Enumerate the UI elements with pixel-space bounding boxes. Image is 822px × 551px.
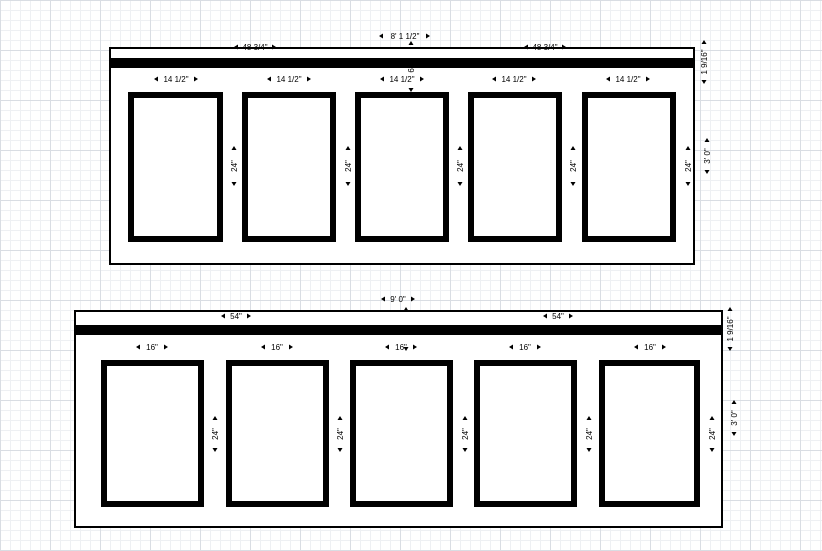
- wall-bottom: 9' 0" 54" 54" 6" 1 9/16" 3' 0": [74, 295, 739, 528]
- wall-top-panel-5-width-label: 14 1/2": [615, 75, 640, 84]
- wall-bottom-panel-1-box[interactable]: [101, 360, 204, 507]
- wall-bottom-rail-height-dim: 1 9/16": [726, 307, 735, 351]
- wall-bottom-panel-2-box[interactable]: [226, 360, 329, 507]
- wall-bottom-half-width-left-dim: 54": [221, 312, 251, 321]
- wall-bottom-panel-2-height-label: 24": [336, 428, 345, 440]
- wall-top-rail-height-label: 1 9/16": [700, 49, 709, 74]
- wall-bottom-panel-5-box[interactable]: [599, 360, 700, 507]
- wall-bottom-panel-3-box[interactable]: [350, 360, 453, 507]
- wall-top-half-width-right-dim: 48 3/4": [524, 43, 566, 52]
- wall-bottom-rail-gap-label: 6": [402, 326, 411, 333]
- wall-bottom-rail-height-label: 1 9/16": [726, 316, 735, 341]
- wall-top-panel-2-height-label: 24": [344, 160, 353, 172]
- wall-bottom-panel-2: 16" 24": [226, 343, 345, 507]
- wall-top-panel-1-box[interactable]: [128, 92, 223, 242]
- wall-top-panel-1-height-label: 24": [230, 160, 239, 172]
- wall-bottom-rail[interactable]: [75, 325, 722, 335]
- wall-bottom-panel-3-width-label: 16": [395, 343, 407, 352]
- wall-bottom-panel-3: 16" 24": [350, 343, 470, 507]
- wall-bottom-panel-4-box[interactable]: [474, 360, 577, 507]
- wall-top-panel-2-box[interactable]: [242, 92, 336, 242]
- wall-bottom-half-width-right-dim: 54": [543, 312, 573, 321]
- wall-bottom-panel-2-width-label: 16": [271, 343, 283, 352]
- wall-top-rail[interactable]: [110, 58, 694, 68]
- wall-top-panel-1-width-label: 14 1/2": [163, 75, 188, 84]
- wall-top-half-width-left-dim: 48 3/4": [234, 43, 276, 52]
- wall-bottom-panel-4-height-label: 24": [585, 428, 594, 440]
- wall-top-panel-2: 14 1/2" 24": [242, 75, 353, 242]
- wall-top-rail-gap-label: 6": [407, 65, 416, 72]
- wall-bottom-panel-4: 16" 24": [474, 343, 594, 507]
- wall-top-panel-4-height-label: 24": [569, 160, 578, 172]
- wall-top-overall-height-dim: 3' 0": [703, 138, 712, 174]
- wall-top-panel-3: 14 1/2" 24": [355, 75, 465, 242]
- wall-top-rail-height-dim: 1 9/16": [700, 40, 709, 84]
- wall-top-panel-3-height-label: 24": [456, 160, 465, 172]
- wall-top-panel-1: 14 1/2" 24": [128, 75, 239, 242]
- wall-top: 8' 1 1/2" 48 3/4" 48 3/4" 6" 1 9/16": [109, 32, 712, 265]
- wall-bottom-rail-gap-dim: 6": [402, 307, 411, 351]
- wall-top-panel-3-box[interactable]: [355, 92, 449, 242]
- wall-bottom-panel-1: 16" 24": [101, 343, 220, 507]
- wall-bottom-half-width-right-label: 54": [552, 312, 564, 321]
- wall-bottom-overall-width-label: 9' 0": [390, 295, 406, 304]
- wall-top-overall-height-label: 3' 0": [703, 148, 712, 164]
- wall-top-rail-gap-dim: 6": [407, 41, 416, 92]
- wall-top-half-width-right-label: 48 3/4": [532, 43, 557, 52]
- wall-bottom-panel-1-height-label: 24": [211, 428, 220, 440]
- wall-top-half-width-left-label: 48 3/4": [242, 43, 267, 52]
- wall-top-panel-4-width-label: 14 1/2": [501, 75, 526, 84]
- wall-bottom-panel-5-height-label: 24": [708, 428, 717, 440]
- wall-top-overall-width-dim: 8' 1 1/2": [379, 32, 430, 41]
- wall-top-panel-4-box[interactable]: [468, 92, 562, 242]
- wall-bottom-overall-height-dim: 3' 0": [730, 400, 739, 436]
- wall-bottom-overall-width-dim: 9' 0": [381, 295, 415, 304]
- wall-bottom-panel-5-width-label: 16": [644, 343, 656, 352]
- wall-bottom-panel-5: 16" 24": [599, 343, 717, 507]
- wall-top-panel-5-box[interactable]: [582, 92, 676, 242]
- wall-bottom-panel-3-height-label: 24": [461, 428, 470, 440]
- wall-top-panel-3-width-label: 14 1/2": [389, 75, 414, 84]
- wall-top-panel-5-height-label: 24": [684, 160, 693, 172]
- wall-top-panel-4: 14 1/2" 24": [468, 75, 578, 242]
- wall-bottom-panel-1-width-label: 16": [146, 343, 158, 352]
- wall-bottom-overall-height-label: 3' 0": [730, 410, 739, 426]
- wall-bottom-panel-4-width-label: 16": [519, 343, 531, 352]
- wall-bottom-half-width-left-label: 54": [230, 312, 242, 321]
- wall-top-panel-2-width-label: 14 1/2": [276, 75, 301, 84]
- wall-top-overall-width-label: 8' 1 1/2": [391, 32, 420, 41]
- wall-top-panel-5: 14 1/2" 24": [582, 75, 693, 242]
